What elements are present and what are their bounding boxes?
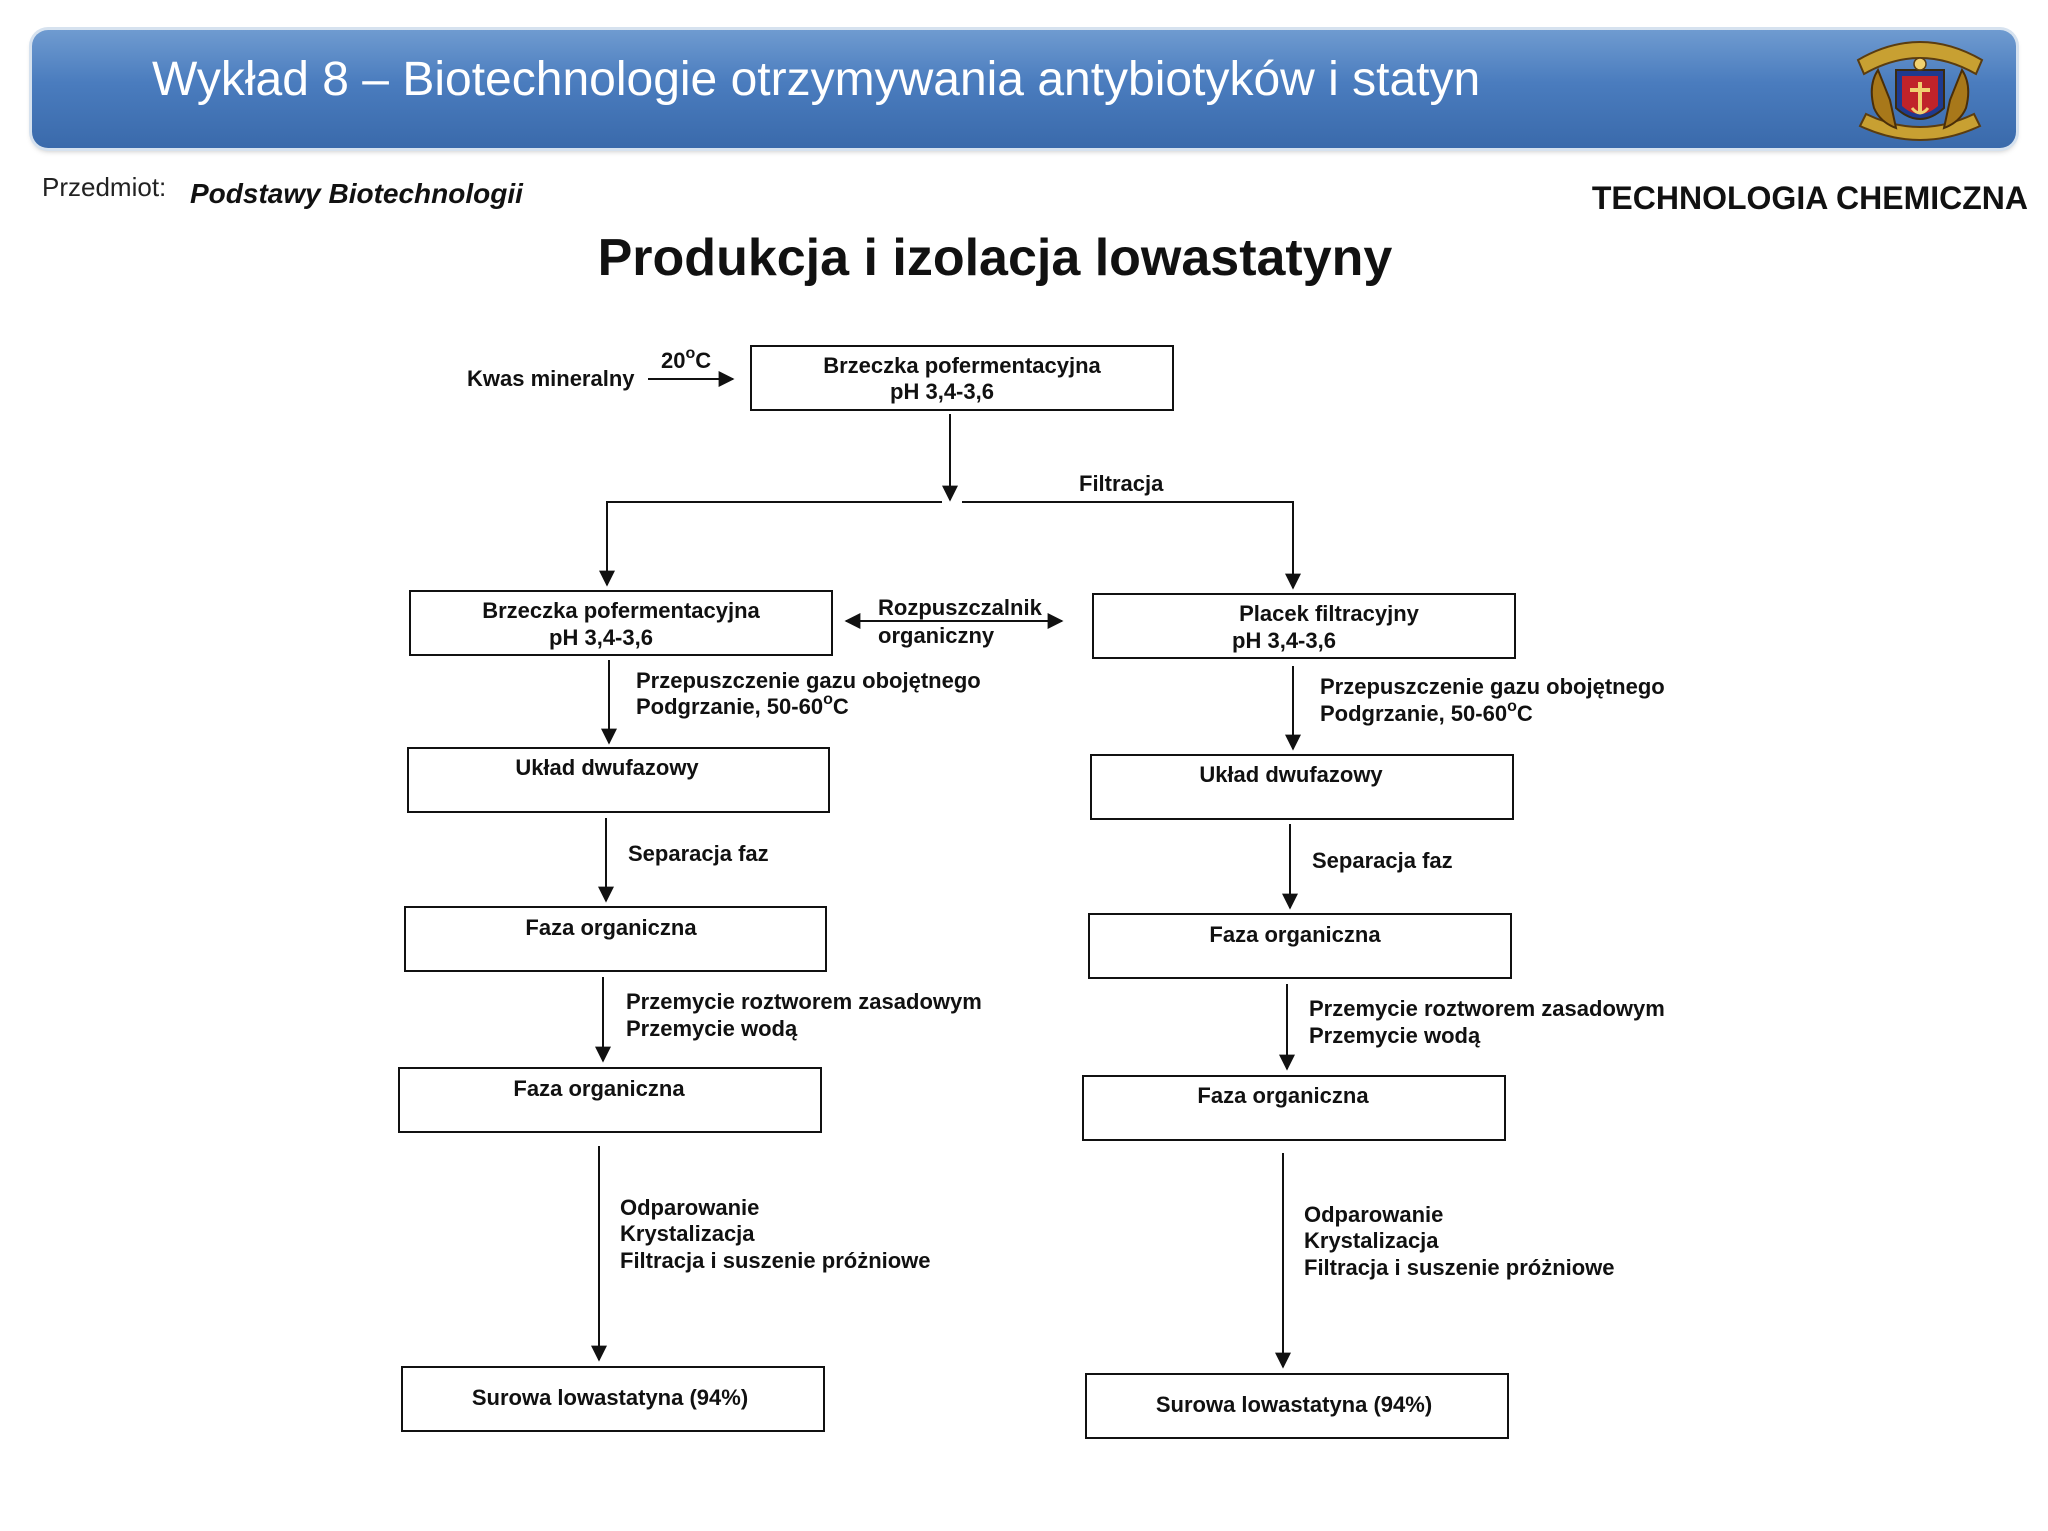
left-step4-line2: Krystalizacja [620,1221,755,1246]
left-step3-line2: Przemycie wodą [626,1016,798,1041]
acid-label: Kwas mineralny [467,366,635,391]
arrow-split-right [962,501,1301,590]
right-step3-line2: Przemycie wodą [1309,1023,1481,1048]
right-step4-line1: Odparowanie [1304,1202,1443,1227]
box-right-crude-lovastatin [1085,1373,1509,1439]
filtration-label: Filtracja [1079,471,1164,496]
right-box1-line2: pH 3,4-3,6 [1232,628,1336,653]
right-step3-line1: Przemycie roztworem zasadowym [1309,996,1665,1021]
left-box4: Faza organiczna [513,1076,685,1101]
right-step4-line3: Filtracja i suszenie próżniowe [1304,1255,1615,1280]
box-left-broth [409,590,833,656]
solvent-line1: Rozpuszczalnik [878,595,1043,620]
left-box1-line2: pH 3,4-3,6 [549,625,653,650]
lecture-title: Wykład 8 – Biotechnologie otrzymywania a… [152,53,1481,106]
header-bar [32,30,2016,148]
box-left-organic-2 [398,1067,822,1133]
left-step2: Separacja faz [628,841,769,866]
left-box3: Faza organiczna [525,915,697,940]
start-box-line2: pH 3,4-3,6 [890,379,994,404]
box-left-organic-1 [404,906,827,972]
right-step1-line1: Przepuszczenie gazu obojętnego [1320,674,1665,699]
left-box5: Surowa lowastatyna (94%) [472,1385,748,1410]
subject-name: Podstawy Biotechnologii [190,178,523,209]
box-right-organic-1 [1088,913,1512,979]
solvent-line2: organiczny [878,623,995,648]
left-step3-line1: Przemycie roztworem zasadowym [626,989,982,1014]
left-box1-line1: Brzeczka pofermentacyjna [482,598,760,623]
left-box2: Układ dwufazowy [515,755,699,780]
left-step4-line3: Filtracja i suszenie próżniowe [620,1248,931,1273]
slide-title: Produkcja i izolacja lowastatyny [597,229,1393,287]
right-box5: Surowa lowastatyna (94%) [1156,1392,1432,1417]
left-step1-line2: Podgrzanie, 50-60oC [636,691,849,719]
arrow-split-left [599,501,942,587]
right-step2: Separacja faz [1312,848,1453,873]
box-right-organic-2 [1082,1075,1506,1141]
box-right-biphasic [1090,754,1514,820]
right-box4: Faza organiczna [1197,1083,1369,1108]
department-name: TECHNOLOGIA CHEMICZNA [1591,180,2028,216]
left-step4-line1: Odparowanie [620,1195,759,1220]
right-box2: Układ dwufazowy [1199,762,1383,787]
right-box1-line1: Placek filtracyjny [1239,601,1420,626]
start-box-line1: Brzeczka pofermentacyjna [823,353,1101,378]
box-left-biphasic [407,747,830,813]
university-crest-icon [1856,41,1984,141]
right-step4-line2: Krystalizacja [1304,1228,1439,1253]
box-left-crude-lovastatin [401,1366,825,1432]
acid-temperature: 20oC [661,345,711,373]
subject-label: Przedmiot: [42,172,167,202]
box-filter-cake [1092,593,1516,659]
left-step1-line1: Przepuszczenie gazu obojętnego [636,668,981,693]
right-box3: Faza organiczna [1209,922,1381,947]
box-start-broth [750,345,1174,411]
right-step1-line2: Podgrzanie, 50-60oC [1320,698,1533,726]
